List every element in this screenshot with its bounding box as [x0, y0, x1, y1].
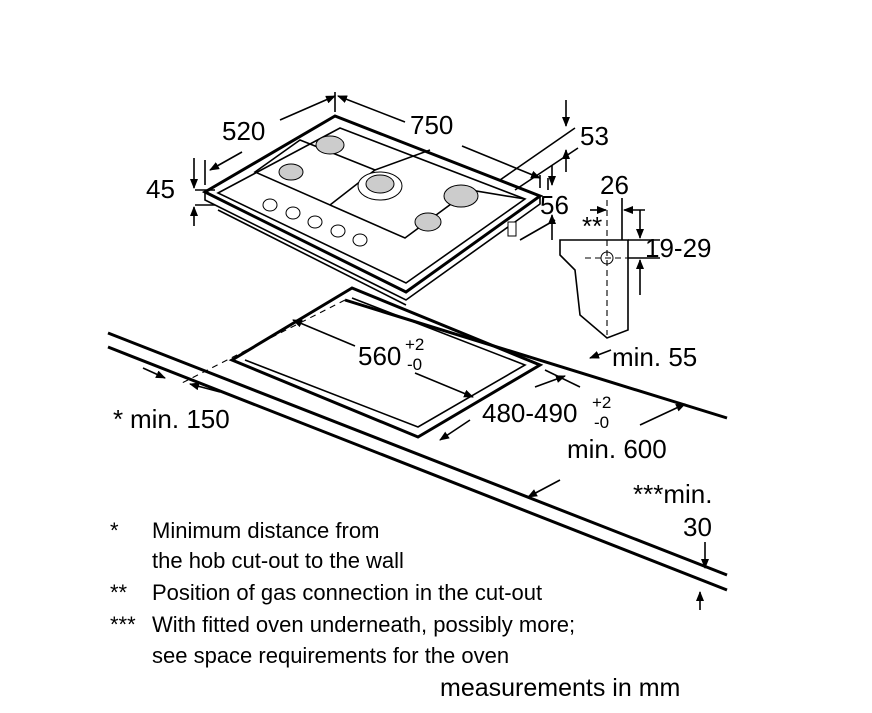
tol-minus-2: -0: [594, 413, 609, 432]
min-oven-mark: ***min.: [633, 479, 712, 509]
dimension-lines: [142, 92, 709, 610]
note-text: With fitted oven underneath, possibly mo…: [152, 612, 575, 637]
note-text: Position of gas connection in the cut-ou…: [152, 580, 542, 605]
burner-icons: [278, 135, 479, 232]
dim-min-oven: 30: [683, 512, 712, 542]
dim-53: 53: [580, 121, 609, 151]
control-knob-icons: [262, 198, 368, 247]
note-text: Minimum distance from: [152, 518, 379, 543]
dim-depth: 520: [222, 116, 265, 146]
note-text: see space requirements for the oven: [152, 643, 509, 668]
dim-min-wall: min. 150: [130, 404, 230, 434]
dim-gas-height: 19-29: [645, 233, 712, 263]
note-mark: ***: [110, 612, 136, 637]
dim-height: 45: [146, 174, 175, 204]
hob-drawing: [201, 114, 544, 306]
tol-plus: +2: [405, 335, 424, 354]
dim-56: 56: [540, 190, 569, 220]
units-label: measurements in mm: [440, 674, 680, 702]
dim-min-depth: min. 600: [567, 434, 667, 464]
gas-mark: **: [582, 211, 602, 241]
footnotes: * Minimum distance from the hob cut-out …: [110, 518, 575, 668]
dim-26: 26: [600, 170, 629, 200]
note-mark: **: [110, 580, 128, 605]
dim-width: 750: [410, 110, 453, 140]
tol-plus-2: +2: [592, 393, 611, 412]
gas-connector-icon: [507, 221, 517, 237]
tol-minus: -0: [407, 355, 422, 374]
min-wall-star: *: [113, 404, 123, 434]
dim-cutout-depth: 480-490: [482, 398, 577, 428]
dim-min-back: min. 55: [612, 342, 697, 372]
note-mark: *: [110, 518, 119, 543]
dim-cutout-width: 560: [358, 341, 401, 371]
note-text: the hob cut-out to the wall: [152, 548, 404, 573]
